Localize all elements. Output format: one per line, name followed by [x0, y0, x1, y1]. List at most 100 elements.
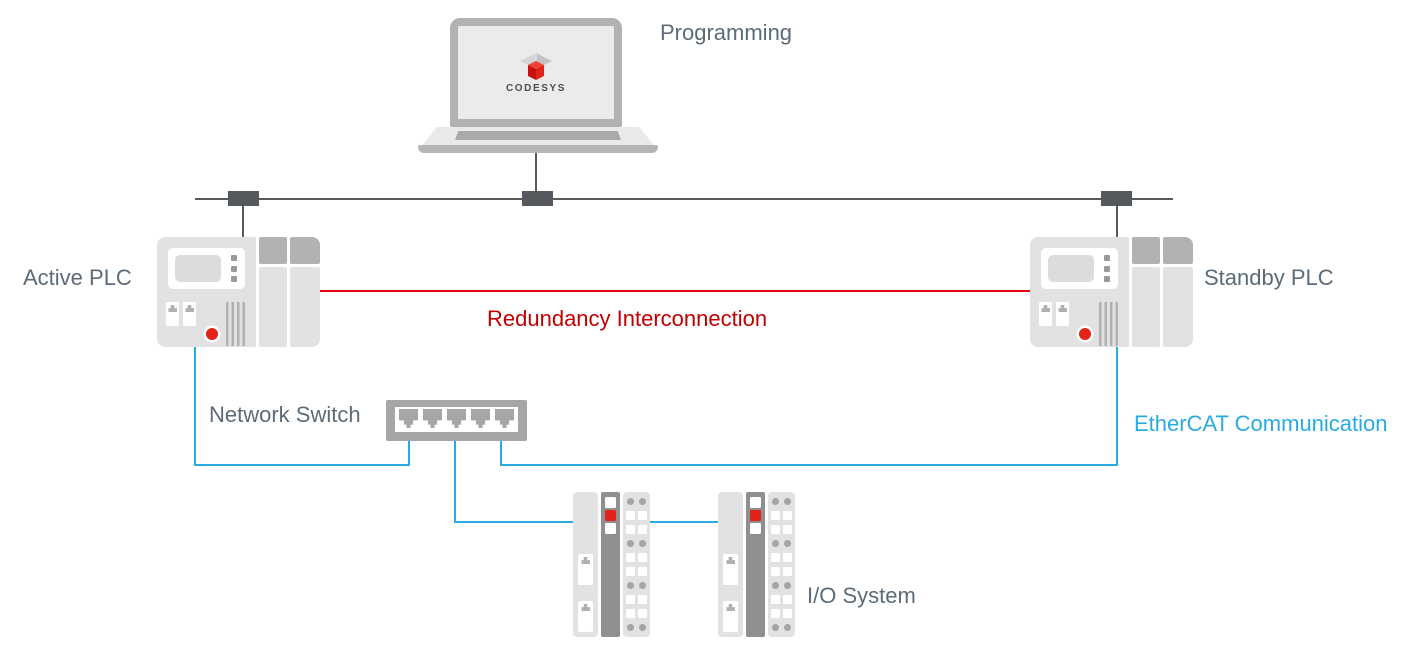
module-bottom	[259, 267, 287, 347]
standby-plc-graphic	[1030, 237, 1193, 347]
laptop-base	[422, 127, 654, 145]
ethercat-line-right-vertical	[1116, 347, 1118, 466]
rj45-port-icon	[183, 302, 196, 326]
bus-connector-left	[228, 191, 259, 206]
codesys-logo-icon	[520, 53, 552, 80]
redundancy-line	[320, 290, 1030, 292]
indicator-dot	[1104, 276, 1110, 282]
indicator-dot	[1104, 265, 1110, 272]
rj45-port-icon	[1039, 302, 1052, 326]
bus-connector-center	[522, 191, 553, 206]
terminal-row	[623, 539, 650, 548]
ethercat-line-switch-left-stub	[408, 441, 410, 466]
programming-label: Programming	[660, 20, 793, 45]
codesys-logo-text: CODESYS	[505, 83, 567, 94]
module-top	[290, 237, 320, 264]
terminal-row	[768, 609, 795, 618]
indicator-dot	[1104, 255, 1110, 261]
indicator-dot	[231, 255, 237, 261]
ethercat-line-switch-mid-stub	[454, 441, 456, 523]
rj45-port-icon	[1056, 302, 1069, 326]
io-coupler-column	[718, 492, 743, 637]
io-bus-column	[746, 492, 765, 637]
io-indicator	[605, 497, 616, 508]
terminal-row	[768, 595, 795, 604]
plc-module-column	[1132, 237, 1160, 347]
indicator-dot	[231, 265, 237, 272]
module-top	[1132, 237, 1160, 264]
terminal-row	[623, 609, 650, 618]
terminal-row	[768, 525, 795, 534]
io-coupler-column	[573, 492, 598, 637]
terminal-row	[768, 511, 795, 520]
plc-module-column	[259, 237, 287, 347]
ethercat-label: EtherCAT Communication	[1134, 411, 1388, 436]
rj45-port-icon	[723, 601, 738, 632]
rj45-port-icon	[578, 601, 593, 632]
plc-body	[1030, 237, 1129, 347]
plc-indicator-dots	[231, 255, 237, 282]
ethercat-line-io-link	[649, 521, 718, 523]
active-plc-drop-line	[242, 205, 244, 237]
plc-status-led	[206, 328, 218, 340]
terminal-row	[623, 553, 650, 562]
laptop-drop-line	[535, 151, 537, 192]
io-indicator	[750, 523, 761, 534]
io-terminal-column	[768, 492, 795, 637]
io-bus-column	[601, 492, 620, 637]
plc-indicator-dots	[1104, 255, 1110, 282]
io-indicator-red	[605, 510, 616, 521]
plc-display-screen	[1048, 255, 1094, 282]
module-top	[1163, 237, 1193, 264]
switch-port-icon	[447, 409, 466, 428]
bus-connector-right	[1101, 191, 1132, 206]
laptop-keyboard	[455, 131, 621, 140]
io-indicator	[605, 523, 616, 534]
plc-module-column	[1163, 237, 1193, 347]
network-switch-label: Network Switch	[209, 402, 361, 427]
terminal-row	[623, 581, 650, 590]
standby-plc-label: Standby PLC	[1204, 265, 1334, 290]
terminal-row	[623, 623, 650, 632]
io-terminal-column	[623, 492, 650, 637]
switch-port-icon	[399, 409, 418, 428]
plc-display-panel	[1041, 248, 1118, 289]
laptop-icon: CODESYS	[415, 15, 661, 155]
ethercat-line-io-horizontal	[454, 521, 574, 523]
programming-bus-line	[195, 198, 1173, 200]
module-bottom	[1132, 267, 1160, 347]
switch-port-icon	[495, 409, 514, 428]
terminal-row	[768, 539, 795, 548]
io-module-graphic	[573, 492, 651, 637]
active-plc-graphic	[157, 237, 320, 347]
ethercat-line-left-horizontal	[194, 464, 410, 466]
terminal-row	[623, 525, 650, 534]
plc-vent-stripes	[226, 302, 245, 346]
rj45-port-icon	[578, 554, 593, 585]
plc-display-screen	[175, 255, 221, 282]
module-bottom	[290, 267, 320, 347]
ethercat-line-left-vertical	[194, 347, 196, 466]
plc-vent-stripes	[1099, 302, 1118, 346]
terminal-row	[768, 553, 795, 562]
terminal-row	[623, 595, 650, 604]
ethercat-line-switch-right-stub	[500, 441, 502, 466]
laptop-bottom-bar	[418, 145, 658, 153]
network-switch-graphic	[386, 400, 527, 441]
plc-module-column	[290, 237, 320, 347]
rj45-port-icon	[166, 302, 179, 326]
terminal-row	[623, 497, 650, 506]
plc-ethernet-ports	[1039, 302, 1069, 326]
switch-port-panel	[395, 407, 518, 432]
plc-ethernet-ports	[166, 302, 196, 326]
io-module-graphic	[718, 492, 796, 637]
terminal-row	[768, 497, 795, 506]
io-indicator-red	[750, 510, 761, 521]
io-indicator	[750, 497, 761, 508]
laptop-screen: CODESYS	[450, 18, 622, 127]
active-plc-label: Active PLC	[23, 265, 132, 290]
plc-body	[157, 237, 256, 347]
io-system-label: I/O System	[807, 583, 916, 608]
standby-plc-drop-line	[1116, 205, 1118, 237]
terminal-row	[623, 511, 650, 520]
